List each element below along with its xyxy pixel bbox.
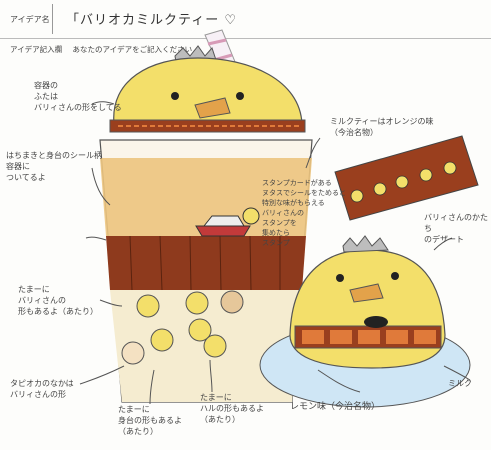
boat [195, 207, 260, 237]
note-stamp: スタンプカードがある ヌタスでシールをためると 特別な味がもらえる バリィさんの… [262, 179, 346, 247]
note-harbor: たまーに ハルの形もあるよ （あたり） [200, 393, 264, 424]
idea-name-row: アイデア名 「バリオカミルクティー ♡ [0, 0, 491, 39]
note-tapioca-bottom: タピオカのなかは バリィさんの形 [10, 379, 74, 399]
note-band: はちまきと身台のシール柄 容器に ついてるよ [6, 151, 102, 182]
cup-lid [109, 57, 306, 133]
dessert [259, 235, 471, 408]
idea-name-label: アイデア名 [10, 15, 50, 24]
note-lid: 容器の ふたは バリィさんの形をしてる [34, 81, 122, 112]
entry-label: アイデア記入欄 [10, 45, 63, 54]
tapioca-pearls [121, 290, 244, 365]
note-milk: ミルクティーはオレンジの味 （今治名物） [330, 117, 434, 137]
idea-title: 「バリオカミルクティー ♡ [66, 13, 238, 28]
stamp-card [334, 135, 479, 221]
note-dessert: バリィさんのかたち のデザート [424, 213, 488, 244]
note-tapioca-shape: たまーに バリィさんの 形もあるよ（あたり） [18, 285, 98, 316]
divider [52, 4, 53, 34]
entry-hint: あなたのアイデアをご記入ください [72, 45, 193, 54]
note-cream: ミルク [448, 379, 472, 388]
note-lemon: レモン味（今治名物） [290, 402, 381, 412]
note-rare: たまーに 身台の形もあるよ （あたり） [118, 405, 182, 436]
entry-header: アイデア記入欄 あなたのアイデアをご記入ください [10, 44, 200, 55]
